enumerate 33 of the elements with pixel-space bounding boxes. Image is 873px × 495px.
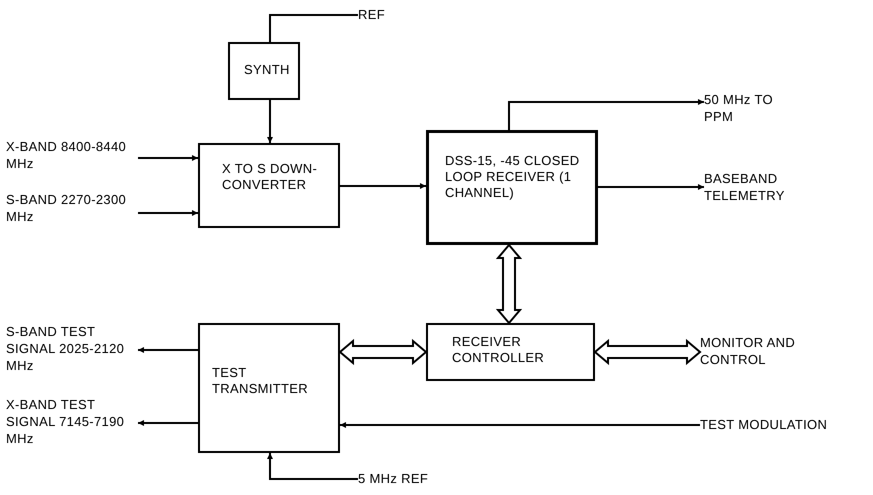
- signal-label: TEST MODULATION: [700, 416, 828, 433]
- signal-label: S-BAND 2270-2300 MHz: [6, 191, 128, 225]
- signal-label: 5 MHz REF: [358, 470, 430, 487]
- signal-label: X-BAND 8400-8440 MHz: [6, 138, 128, 172]
- block-box: [228, 42, 300, 100]
- block-box: [426, 323, 595, 381]
- arrow: [340, 422, 700, 428]
- arrow: [138, 420, 198, 426]
- double-arrow: [338, 338, 428, 366]
- arrow: [508, 99, 704, 130]
- arrow: [138, 347, 198, 353]
- signal-label: X-BAND TEST SIGNAL 7145-7190 MHz: [6, 396, 126, 447]
- arrow: [340, 183, 426, 189]
- arrow: [138, 155, 198, 161]
- block-label: DSS-15, -45 CLOSED LOOP RECEIVER (1 CHANNEL): [445, 153, 580, 201]
- arrow: [267, 453, 358, 480]
- block-box: [198, 323, 340, 453]
- signal-label: 50 MHz TO PPM: [704, 91, 774, 125]
- signal-label: S-BAND TEST SIGNAL 2025-2120 MHz: [6, 323, 126, 374]
- block-box: [426, 130, 598, 245]
- block-label: TEST TRANSMITTER: [212, 365, 310, 397]
- arrow: [598, 184, 704, 190]
- double-arrow: [496, 243, 522, 325]
- block-label: RECEIVER CONTROLLER: [452, 334, 546, 366]
- block-label: X TO S DOWN-CONVERTER: [222, 161, 318, 193]
- double-arrow: [593, 338, 702, 366]
- block-box: [198, 143, 340, 228]
- block-label: SYNTH: [244, 62, 291, 78]
- signal-label: MONITOR AND CONTROL: [700, 334, 796, 368]
- arrow: [138, 210, 198, 216]
- signal-label: REF: [358, 6, 386, 23]
- signal-label: BASEBAND TELEMETRY: [704, 170, 786, 204]
- arrow: [267, 100, 273, 143]
